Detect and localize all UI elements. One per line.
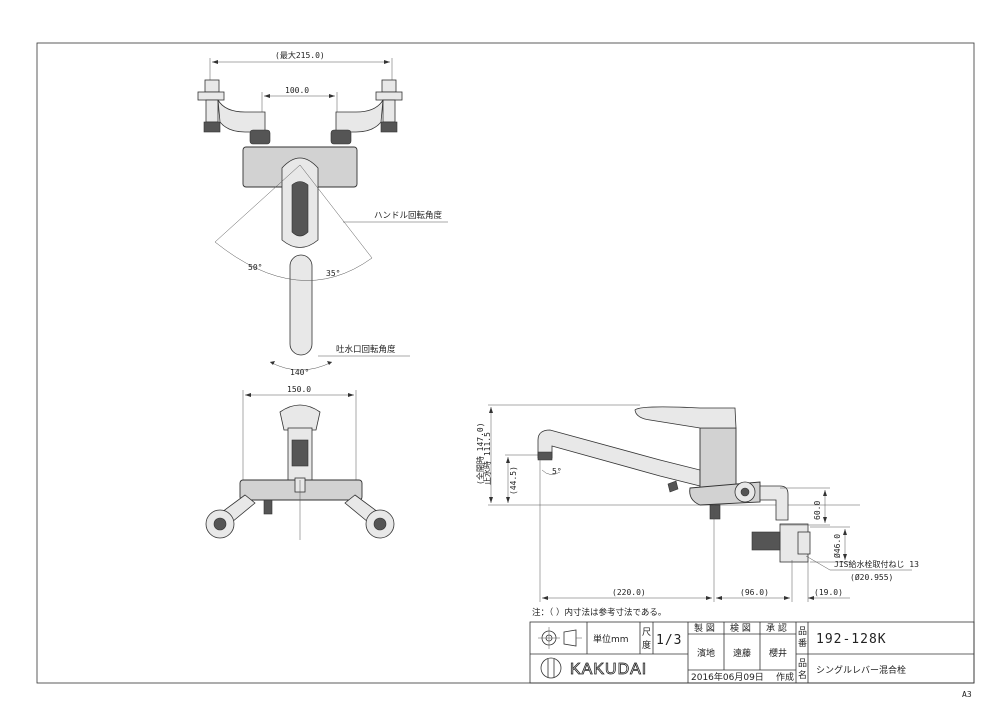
- note-reference-dims: 注：（ ）内寸法は参考寸法である。: [532, 607, 666, 618]
- dim-front-width: 150.0: [287, 385, 311, 394]
- name-label-1: 品: [798, 658, 807, 669]
- side-view: (全開時 147.0) 止水時 111.5 (44.5) 5° 60.0: [475, 404, 919, 602]
- dim-handle-angle-right: 35°: [326, 269, 340, 278]
- sheet-size: A3: [962, 690, 972, 699]
- col-approve: 承 認: [766, 622, 787, 634]
- col-draw: 製 図: [694, 622, 715, 634]
- label-handle-rotation: ハンドル回転角度: [374, 210, 443, 221]
- dim-side-offset: (96.0): [740, 588, 769, 597]
- dim-side-drop: 60.0: [813, 501, 822, 520]
- date: 2016年06月09日: [691, 671, 764, 683]
- dim-side-diameter: Ø46.0: [832, 534, 842, 558]
- name-draw: 濱地: [697, 647, 715, 659]
- created-label: 作成: [776, 671, 794, 683]
- col-check: 検 図: [730, 622, 751, 634]
- dim-side-height-max: (全開時 147.0): [475, 422, 485, 485]
- dim-spout-angle: 140°: [290, 368, 309, 377]
- name-label-2: 名: [798, 669, 807, 681]
- brand-name: KAKUDAI: [570, 661, 647, 678]
- front-view: 150.0: [205, 385, 395, 540]
- drawing-frame: [36, 42, 975, 684]
- label-thread: JIS給水栓取付ねじ 13: [834, 559, 919, 569]
- product-name: シングルレバー混合栓: [816, 664, 906, 676]
- projection-symbol-icon: [538, 627, 582, 649]
- scale-label-2: 度: [642, 639, 651, 651]
- dim-side-spout-height: (44.5): [509, 466, 518, 495]
- dim-side-height-closed: 止水時 111.5: [482, 432, 492, 485]
- name-approve: 櫻井: [769, 647, 787, 659]
- dim-top-center-spacing: 100.0: [285, 86, 309, 95]
- part-no-label-1: 品: [798, 626, 807, 637]
- label-spout-rotation: 吐水口回転角度: [336, 344, 396, 355]
- scale-label-1: 尺: [642, 627, 651, 638]
- dim-side-spout-angle: 5°: [552, 467, 562, 476]
- dim-side-connector: (19.0): [814, 588, 843, 597]
- scale-value: 1/3: [656, 633, 682, 648]
- title-block: 単位mm 尺 度 1/3 製 図 検 図 承 認 濱地 遠藤 櫻井 2016年0…: [529, 621, 975, 684]
- dim-handle-angle-left: 50°: [248, 263, 262, 272]
- unit-label: 単位mm: [593, 633, 629, 645]
- name-check: 遠藤: [733, 647, 751, 659]
- dim-top-max-width: (最大215.0): [275, 50, 325, 60]
- kakudai-logo-icon: KAKUDAI: [540, 657, 647, 679]
- label-thread-size: (Ø20.955): [850, 572, 893, 582]
- dim-side-reach: (220.0): [612, 588, 646, 597]
- part-number: 192-128K: [816, 632, 887, 647]
- top-view: (最大215.0) 100.0 50° 35°: [197, 50, 448, 377]
- part-no-label-2: 番: [798, 637, 807, 649]
